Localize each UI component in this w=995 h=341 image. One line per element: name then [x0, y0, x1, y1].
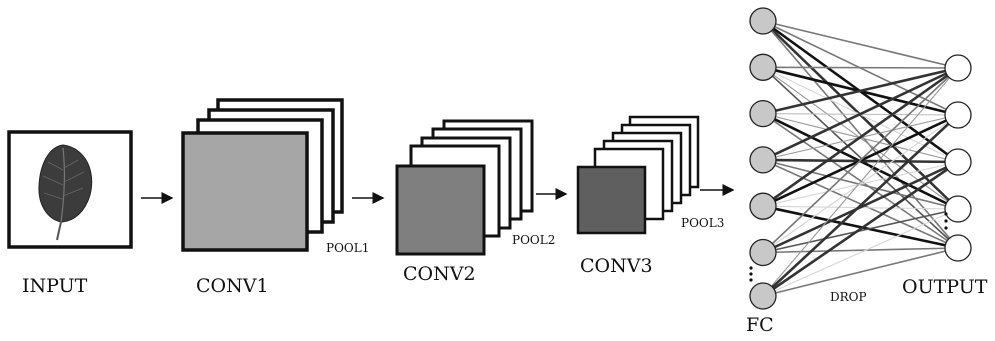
connection-line [762, 247, 959, 297]
fc-output-connections [762, 19, 959, 298]
output-node [944, 148, 972, 176]
input-label: INPUT [22, 275, 88, 297]
leaf-icon [38, 144, 93, 241]
input-block [7, 130, 133, 249]
conv3-label: CONV3 [580, 255, 653, 277]
connection-line [762, 160, 959, 298]
fc-ellipsis [749, 266, 753, 282]
output-node [944, 54, 972, 82]
output-layer-nodes [944, 54, 972, 262]
connection-line [762, 208, 959, 297]
output-node [944, 195, 972, 223]
fc-node [749, 282, 777, 310]
conv1-map-front [181, 131, 309, 252]
connection-line [762, 208, 959, 254]
pool1-label: POOL1 [326, 241, 369, 255]
fc-node [749, 192, 777, 220]
conv2-label: CONV2 [403, 263, 476, 285]
fc-node [749, 53, 777, 81]
drop-label: DROP [830, 290, 867, 304]
connection-line [762, 114, 959, 253]
fc-node [749, 146, 777, 174]
connection-line [762, 20, 959, 69]
pool3-label: POOL3 [681, 216, 724, 230]
fc-layer-nodes [749, 7, 777, 310]
conv2-map-front [395, 164, 486, 256]
connection-line [762, 114, 959, 297]
connection-line [762, 67, 959, 254]
fc-node [749, 99, 777, 128]
fc-node [749, 7, 777, 35]
connection-line [762, 66, 959, 208]
connection-line [762, 112, 959, 249]
connection-line [762, 20, 959, 249]
connection-line [762, 66, 959, 249]
conv3-stack [576, 115, 700, 235]
connection-line [762, 66, 959, 115]
output-label: OUTPUT [902, 276, 988, 298]
conv3-map-front [576, 165, 647, 235]
connection-line [762, 66, 959, 162]
output-node [944, 234, 972, 262]
connection-line [762, 247, 959, 254]
output-ellipsis [944, 212, 948, 230]
conv1-stack [181, 98, 344, 252]
connection-line [762, 204, 959, 250]
connection-line [762, 66, 959, 69]
conv2-stack [395, 119, 534, 256]
fc-node [749, 238, 777, 267]
conv1-label: CONV1 [196, 275, 269, 297]
pool2-label: POOL2 [512, 233, 555, 247]
connection-line [762, 67, 959, 297]
output-node [944, 101, 972, 129]
fc-label: FC [746, 314, 774, 336]
